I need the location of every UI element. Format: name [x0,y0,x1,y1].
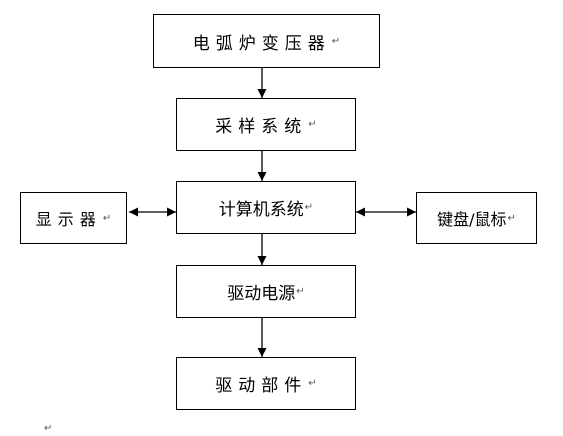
node-computer-label: 计算机系统 [218,200,304,220]
paragraph-mark: ↵ [308,119,317,130]
paragraph-mark: ↵ [308,378,317,389]
node-computer: 计算机系统↵ [176,181,356,234]
node-keyboard: 键盘/鼠标↵ [416,192,537,244]
node-drive: 驱动部件↵ [176,357,356,410]
node-sampling: 采样系统↵ [176,98,356,151]
node-display-label: 显示器 [35,210,102,229]
paragraph-mark: ↵ [331,35,341,47]
paragraph-mark: ↵ [304,202,314,213]
node-transformer-label: 电弧炉变压器 [192,33,331,54]
paragraph-mark: ↵ [296,286,305,297]
node-display: 显示器↵ [20,192,127,244]
node-power-label: 驱动电源 [227,284,296,304]
paragraph-end-mark: ↵ [44,423,53,434]
node-transformer: 电弧炉变压器↵ [153,14,380,68]
node-drive-label: 驱动部件 [215,376,308,396]
paragraph-mark: ↵ [102,212,112,224]
node-keyboard-label: 键盘/鼠标 [437,210,507,229]
paragraph-mark: ↵ [507,212,516,224]
node-power: 驱动电源↵ [176,265,356,318]
node-sampling-label: 采样系统 [215,117,308,137]
